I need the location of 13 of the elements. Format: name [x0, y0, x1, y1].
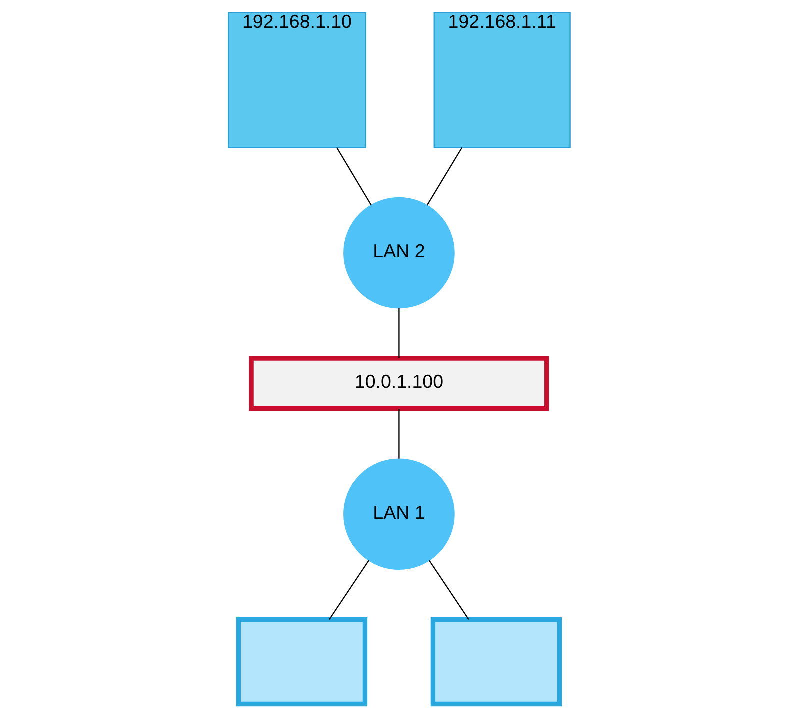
connector — [398, 409, 400, 459]
connector — [426, 147, 462, 206]
connector — [328, 560, 369, 620]
connector — [428, 560, 469, 620]
node-box: 192.168.1.10 — [228, 12, 366, 148]
connector — [398, 308, 400, 358]
node-laptop — [236, 618, 368, 707]
node-box: 192.168.1.11 — [433, 12, 570, 148]
connector — [336, 147, 372, 206]
node-circle: LAN 1 — [343, 458, 454, 570]
node-circle: LAN 2 — [343, 197, 454, 309]
node-laptop — [430, 618, 562, 707]
node-box: 10.0.1.100 — [248, 356, 549, 412]
